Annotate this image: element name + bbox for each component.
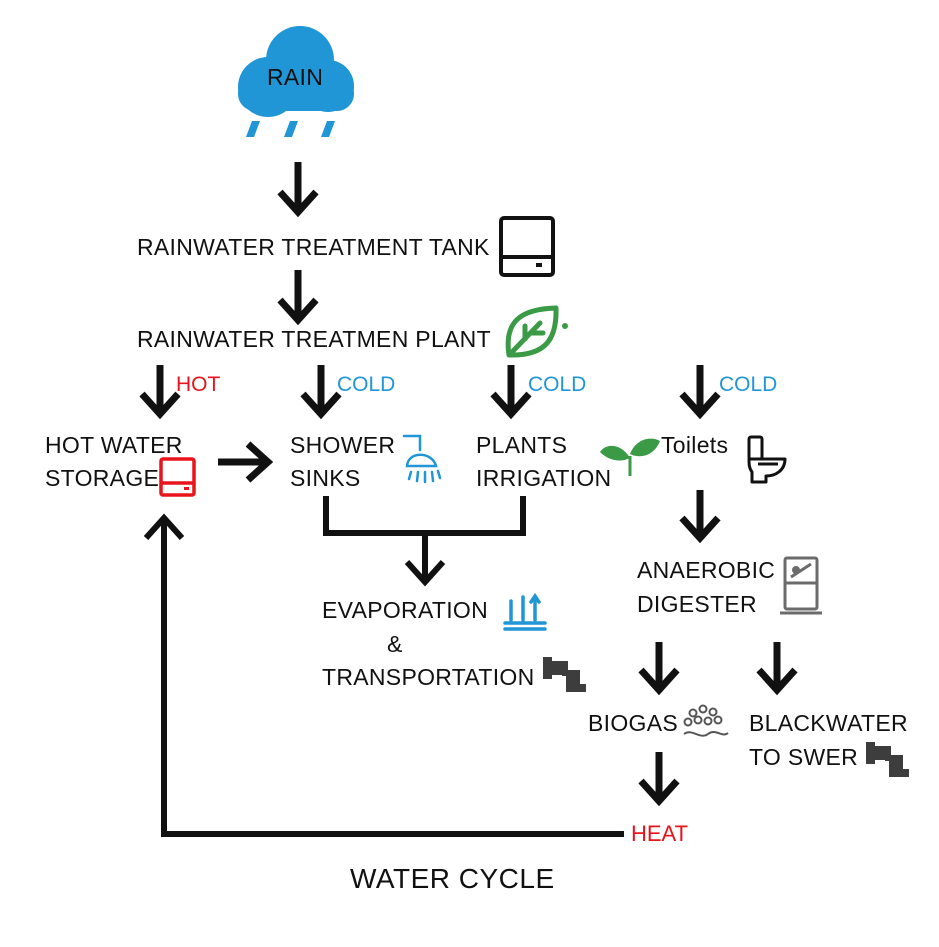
hot-water-storage-line2: STORAGE [45, 465, 160, 491]
anaerobic-digester-line1: ANAEROBIC [637, 557, 776, 583]
cold-flow-label-shower: COLD [337, 373, 396, 396]
evaporation-line3: TRANSPORTATION [322, 664, 535, 690]
tank-icon [499, 216, 555, 277]
hot-flow-label: HOT [176, 373, 221, 396]
evaporation-line2: & [387, 631, 403, 657]
arrow-plant-to-hot-storage [139, 365, 181, 420]
biogas-label: BIOGAS [588, 710, 678, 736]
plants-irrigation-line1: PLANTS [476, 432, 568, 458]
heat-label: HEAT [631, 821, 689, 846]
cold-flow-label-toilets: COLD [719, 373, 778, 396]
hot-storage-icon [159, 457, 196, 497]
shower-sinks-line2: SINKS [290, 465, 361, 491]
arrow-toilets-to-digester [679, 490, 721, 544]
arrow-digester-to-blackwater [756, 642, 798, 696]
bracket-to-evaporation [323, 496, 526, 587]
blackwater-line2: TO SWER [749, 744, 859, 770]
shower-icon [402, 434, 442, 484]
evaporation-line1: EVAPORATION [322, 597, 489, 623]
hot-water-storage-line1: HOT WATER [45, 432, 183, 458]
shower-sinks-line1: SHOWER [290, 432, 396, 458]
leaf-icon [505, 305, 568, 358]
blackwater-line1: BLACKWATER [749, 710, 908, 736]
treatment-plant-label: RAINWATER TREATMEN PLANT [137, 326, 491, 352]
arrow-heat-to-storage [143, 513, 624, 837]
arrow-digester-to-biogas [638, 642, 680, 696]
toilets-label: Toilets [661, 432, 729, 458]
arrow-plant-to-irrigation [490, 365, 532, 420]
arrow-rain-to-tank [277, 162, 319, 218]
rain-cloud-icon [238, 26, 354, 137]
arrow-storage-to-shower [218, 441, 274, 483]
digester-icon [780, 556, 822, 615]
treatment-tank-label: RAINWATER TREATMENT TANK [137, 234, 490, 260]
arrow-plant-to-shower [300, 365, 342, 420]
pipe-icon [543, 657, 586, 692]
arrow-tank-to-plant [277, 270, 319, 326]
biogas-icon [683, 704, 729, 737]
plants-irrigation-line2: IRRIGATION [476, 465, 612, 491]
rain-label: RAIN [267, 64, 324, 90]
arrow-biogas-to-heat [638, 752, 680, 807]
anaerobic-digester-line2: DIGESTER [637, 591, 757, 617]
sprout-icon [600, 438, 660, 476]
cold-flow-label-irrigation: COLD [528, 373, 587, 396]
pipe-icon-2 [866, 742, 909, 777]
toilet-icon [747, 435, 787, 484]
arrow-plant-to-toilets [679, 365, 721, 420]
evaporation-icon [503, 592, 547, 631]
diagram-title: WATER CYCLE [350, 863, 555, 894]
